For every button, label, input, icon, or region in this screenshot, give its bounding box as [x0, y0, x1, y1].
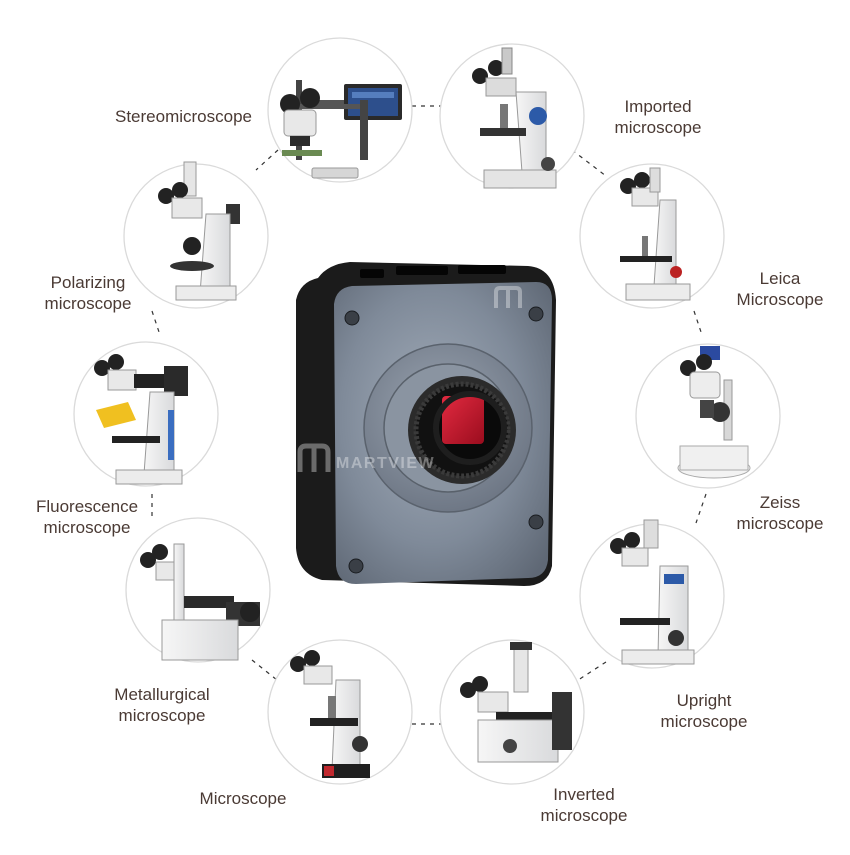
label-line: Zeiss [759, 493, 801, 512]
label-inverted-microscope: Inverted microscope [514, 784, 654, 826]
microscope-icon [290, 650, 370, 778]
label-line: Leica [759, 269, 801, 288]
label-line: Metallurgical [114, 685, 210, 704]
label-line: microscope [614, 118, 702, 137]
label-line: Polarizing [50, 273, 126, 292]
label-zeiss-microscope: Zeiss microscope [718, 492, 842, 534]
upright-microscope-icon [610, 519, 695, 665]
hdmi-port [396, 266, 448, 275]
label-line: Stereomicroscope [114, 107, 252, 126]
label-line: microscope [44, 294, 132, 313]
label-line: microscope [660, 712, 748, 731]
label-stereomicroscope: Stereomicroscope [60, 106, 252, 127]
fluorescence-microscope-icon [94, 354, 188, 485]
zeiss-microscope-icon [677, 346, 751, 479]
label-leica-microscope: Leica Microscope [718, 268, 842, 310]
label-upright-microscope: Upright microscope [624, 690, 784, 732]
label-line: Microscope [199, 789, 287, 808]
label-line: microscope [540, 806, 628, 825]
label-microscope: Microscope [176, 788, 310, 809]
stereomicroscope-icon [280, 80, 402, 179]
label-imported-microscope: Imported microscope [598, 96, 718, 138]
image-sensor [442, 396, 484, 444]
sd-slot [458, 265, 506, 274]
label-line: Microscope [736, 290, 824, 309]
leica-microscope-icon [620, 167, 691, 301]
label-line: Upright [676, 691, 732, 710]
polarizing-microscope-icon [158, 161, 240, 301]
faceplate-screws [344, 306, 544, 574]
brand-logo: MARTVIEW [297, 443, 435, 472]
dashed-connectors [151, 105, 707, 725]
microscope-camera: MARTVIEW [296, 262, 556, 586]
inverted-microscope-icon [460, 642, 572, 763]
brand-logo-text: MARTVIEW [336, 455, 435, 472]
label-fluorescence-microscope: Fluorescence microscope [12, 496, 162, 538]
label-line: Inverted [553, 785, 615, 804]
label-metallurgical-microscope: Metallurgical microscope [92, 684, 232, 726]
imported-microscope-icon [472, 47, 557, 189]
label-line: microscope [43, 518, 131, 537]
metallurgical-microscope-icon [140, 543, 260, 661]
label-line: Imported [624, 97, 692, 116]
label-line: microscope [736, 514, 824, 533]
label-line: microscope [118, 706, 206, 725]
usb-port [360, 269, 384, 278]
label-polarizing-microscope: Polarizing microscope [24, 272, 152, 314]
label-line: Fluorescence [35, 497, 139, 516]
